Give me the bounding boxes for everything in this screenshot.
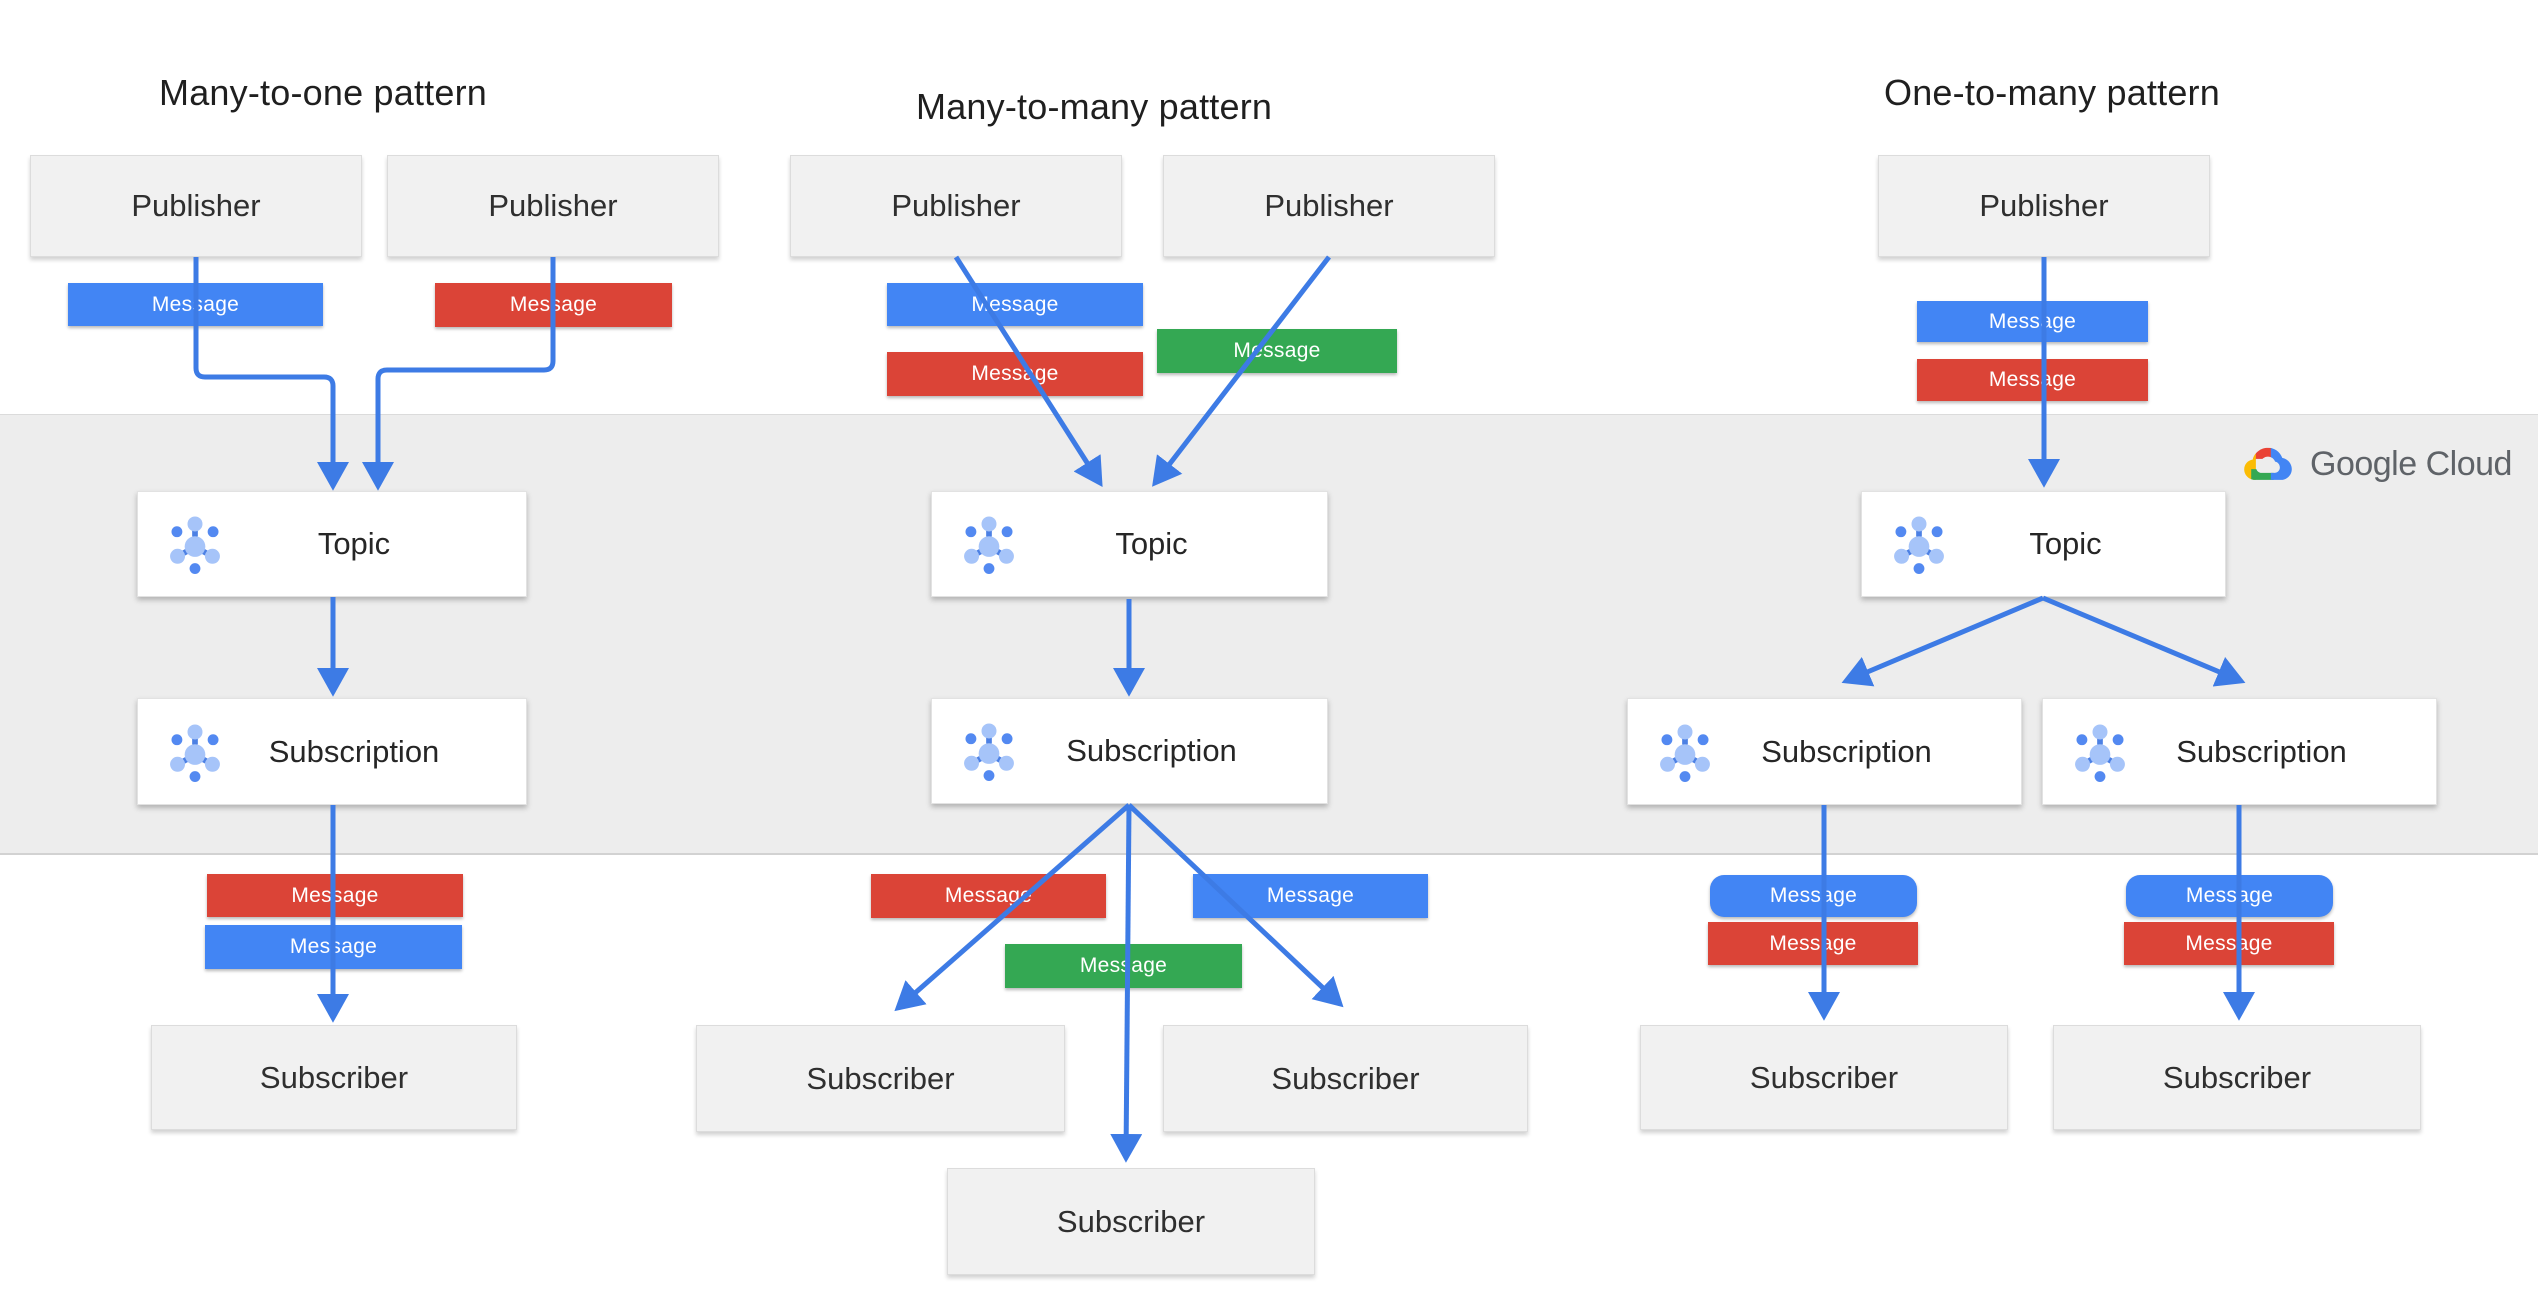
publisher-box-2-many-to-one: Publisher	[387, 155, 719, 257]
subscriber-label: Subscriber	[1271, 1060, 1420, 1096]
subscription-label: Subscription	[1761, 733, 1932, 769]
subscriber-label: Subscriber	[259, 1059, 409, 1095]
google-cloud-wordmark: Google Cloud	[2310, 445, 2512, 483]
subscriber-label: Subscriber	[806, 1060, 955, 1096]
subscriber-box-1-one-to-many: Subscriber	[1640, 1025, 2008, 1130]
subscription-label: Subscription	[268, 733, 440, 769]
message-label: Message	[944, 884, 1033, 907]
subscriber-box-2-many-to-many: Subscriber	[1163, 1025, 1528, 1132]
publisher-label: Publisher	[488, 188, 618, 223]
publisher-box-1-many-to-one: Publisher	[30, 155, 362, 257]
message-badge-red: Message	[207, 874, 463, 917]
pattern-title-many-to-many: Many-to-many pattern	[916, 86, 1273, 127]
subscriber-box-3-many-to-many: Subscriber	[947, 1168, 1315, 1275]
pubsub-topic-icon	[164, 513, 226, 575]
message-badge-blue: Message	[1917, 301, 2148, 342]
message-label: Message	[1988, 368, 2077, 391]
publisher-label: Publisher	[891, 188, 1021, 223]
subscription-box-many-to-many: Subscription	[931, 698, 1328, 804]
message-badge-red: Message	[887, 352, 1143, 396]
topic-label: Topic	[317, 526, 391, 561]
publisher-label: Publisher	[1264, 188, 1394, 223]
message-label: Message	[1769, 884, 1858, 907]
message-badge-red: Message	[2124, 922, 2334, 965]
subscription-box-many-to-one: Subscription	[137, 698, 527, 805]
message-badge-blue: Message	[1193, 874, 1428, 918]
pubsub-subscription-icon	[164, 721, 226, 783]
message-label: Message	[1233, 339, 1321, 362]
publisher-box-one-to-many: Publisher	[1878, 155, 2210, 257]
message-label: Message	[151, 292, 240, 316]
message-label: Message	[2185, 884, 2274, 907]
subscriber-box-1-many-to-many: Subscriber	[696, 1025, 1065, 1132]
subscriber-box-many-to-one: Subscriber	[151, 1025, 517, 1130]
message-badge-green: Message	[1157, 329, 1397, 373]
message-badge-blue: Message	[68, 283, 323, 326]
subscriber-box-2-one-to-many: Subscriber	[2053, 1025, 2421, 1130]
topic-box-many-to-one: Topic	[137, 491, 527, 597]
pubsub-subscription-icon	[958, 720, 1020, 782]
pubsub-topic-icon	[1888, 513, 1950, 575]
subscriber-label: Subscriber	[1749, 1059, 1899, 1095]
subscription-box-1-one-to-many: Subscription	[1627, 698, 2022, 805]
message-badge-green: Message	[1005, 944, 1242, 988]
message-badge-blue: Message	[205, 925, 462, 969]
pubsub-subscription-icon	[1654, 721, 1716, 783]
publisher-label: Publisher	[1979, 188, 2109, 223]
message-badge-blue: Message	[1710, 875, 1917, 917]
topic-label: Topic	[1115, 526, 1188, 561]
subscription-label: Subscription	[1066, 733, 1237, 768]
pubsub-topic-icon	[958, 513, 1020, 575]
message-label: Message	[1266, 884, 1355, 907]
google-cloud-icon	[2244, 447, 2292, 480]
message-badge-blue: Message	[2126, 875, 2333, 917]
topic-box-one-to-many: Topic	[1861, 491, 2226, 597]
google-cloud-logo: Google Cloud	[2240, 441, 2512, 488]
message-label: Message	[289, 935, 378, 958]
message-label: Message	[1988, 309, 2077, 333]
pattern-title-many-to-one: Many-to-one pattern	[159, 72, 487, 113]
message-badge-red: Message	[1708, 922, 1918, 965]
message-label: Message	[971, 362, 1059, 385]
pattern-title-one-to-many: One-to-many pattern	[1884, 72, 2220, 113]
message-label: Message	[291, 883, 379, 907]
subscription-label: Subscription	[2176, 733, 2347, 769]
topic-label: Topic	[2029, 526, 2102, 561]
message-badge-red: Message	[435, 283, 672, 327]
publisher-label: Publisher	[131, 188, 261, 223]
subscriber-label: Subscriber	[2162, 1059, 2312, 1095]
message-badge-blue: Message	[887, 283, 1143, 326]
subscription-box-2-one-to-many: Subscription	[2042, 698, 2437, 805]
subscriber-label: Subscriber	[1056, 1203, 1206, 1239]
message-label: Message	[2185, 931, 2273, 955]
message-badge-red: Message	[871, 874, 1106, 918]
message-badge-red: Message	[1917, 359, 2148, 401]
message-label: Message	[1769, 931, 1857, 955]
message-label: Message	[1079, 954, 1168, 977]
topic-box-many-to-many: Topic	[931, 491, 1328, 597]
message-label: Message	[971, 292, 1059, 316]
publisher-box-2-many-to-many: Publisher	[1163, 155, 1495, 257]
publisher-box-1-many-to-many: Publisher	[790, 155, 1122, 257]
message-label: Message	[509, 293, 598, 316]
pubsub-subscription-icon	[2069, 721, 2131, 783]
